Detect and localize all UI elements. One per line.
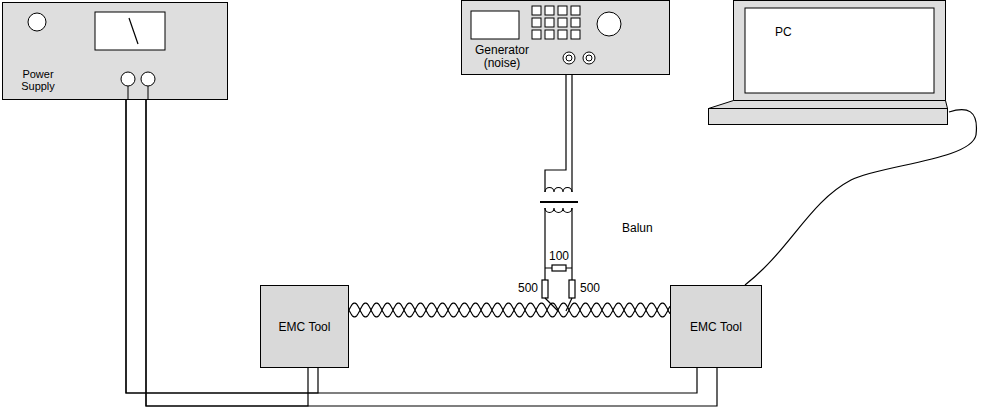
key xyxy=(558,18,567,27)
generator-screen xyxy=(471,11,519,39)
key xyxy=(571,30,580,39)
terminal xyxy=(141,72,155,86)
laptop-deck xyxy=(709,101,948,109)
balun-group xyxy=(540,62,578,311)
power-supply-box: Power Supply xyxy=(2,2,228,100)
wire-connector xyxy=(745,110,976,285)
power-supply-body xyxy=(3,3,228,100)
connector-jack xyxy=(563,52,575,64)
twisted-pair xyxy=(349,303,670,317)
node-label: EMC Tool xyxy=(686,320,746,334)
balun-label: Balun xyxy=(622,222,653,235)
knob xyxy=(597,12,621,36)
key xyxy=(545,30,554,39)
key xyxy=(558,6,567,15)
key xyxy=(571,18,580,27)
meter-window xyxy=(95,12,165,50)
connector-jack xyxy=(583,52,595,64)
terminal-lead xyxy=(128,86,129,100)
coax-wire xyxy=(545,62,566,192)
coax-wire xyxy=(571,62,572,192)
monitor-screen xyxy=(745,8,934,93)
resistor-symbol xyxy=(552,265,566,271)
secondary-coil xyxy=(545,208,572,213)
pc-box-outline xyxy=(707,0,949,126)
terminal xyxy=(121,72,135,86)
pc-box: PC xyxy=(707,0,949,126)
primary-coil xyxy=(545,188,572,193)
key xyxy=(571,6,580,15)
laptop-base xyxy=(709,109,948,125)
terminal-lead xyxy=(148,86,149,100)
node-label: Power Supply xyxy=(12,68,64,92)
generator-box: Generator (noise) xyxy=(461,0,670,75)
node-label: Generator (noise) xyxy=(463,44,541,70)
resistor-symbol xyxy=(569,280,575,298)
key xyxy=(558,30,567,39)
knob xyxy=(28,13,46,31)
key xyxy=(532,18,541,27)
key xyxy=(545,18,554,27)
resistor-symbol xyxy=(542,280,548,298)
lead-wire xyxy=(566,298,572,311)
emc-tool-box: EMC Tool xyxy=(670,285,762,368)
emc-tool-box: EMC Tool xyxy=(260,285,349,368)
wire-connector xyxy=(126,100,717,406)
resistor-value: 500 xyxy=(580,282,600,295)
node-label: EMC Tool xyxy=(275,320,335,334)
transformer-core xyxy=(540,201,578,203)
connector-jack xyxy=(566,55,572,61)
key xyxy=(532,6,541,15)
lead-wire xyxy=(571,208,572,280)
monitor-body xyxy=(734,1,946,101)
resistor-value: 500 xyxy=(518,282,538,295)
node-label: PC xyxy=(775,26,805,39)
lead-wire xyxy=(544,208,545,280)
key xyxy=(532,30,541,39)
connector-jack xyxy=(586,55,592,61)
lead-wire xyxy=(545,298,558,311)
resistor-value: 100 xyxy=(549,250,569,263)
generator-body xyxy=(462,1,670,75)
key xyxy=(545,6,554,15)
meter-needle xyxy=(129,18,138,44)
